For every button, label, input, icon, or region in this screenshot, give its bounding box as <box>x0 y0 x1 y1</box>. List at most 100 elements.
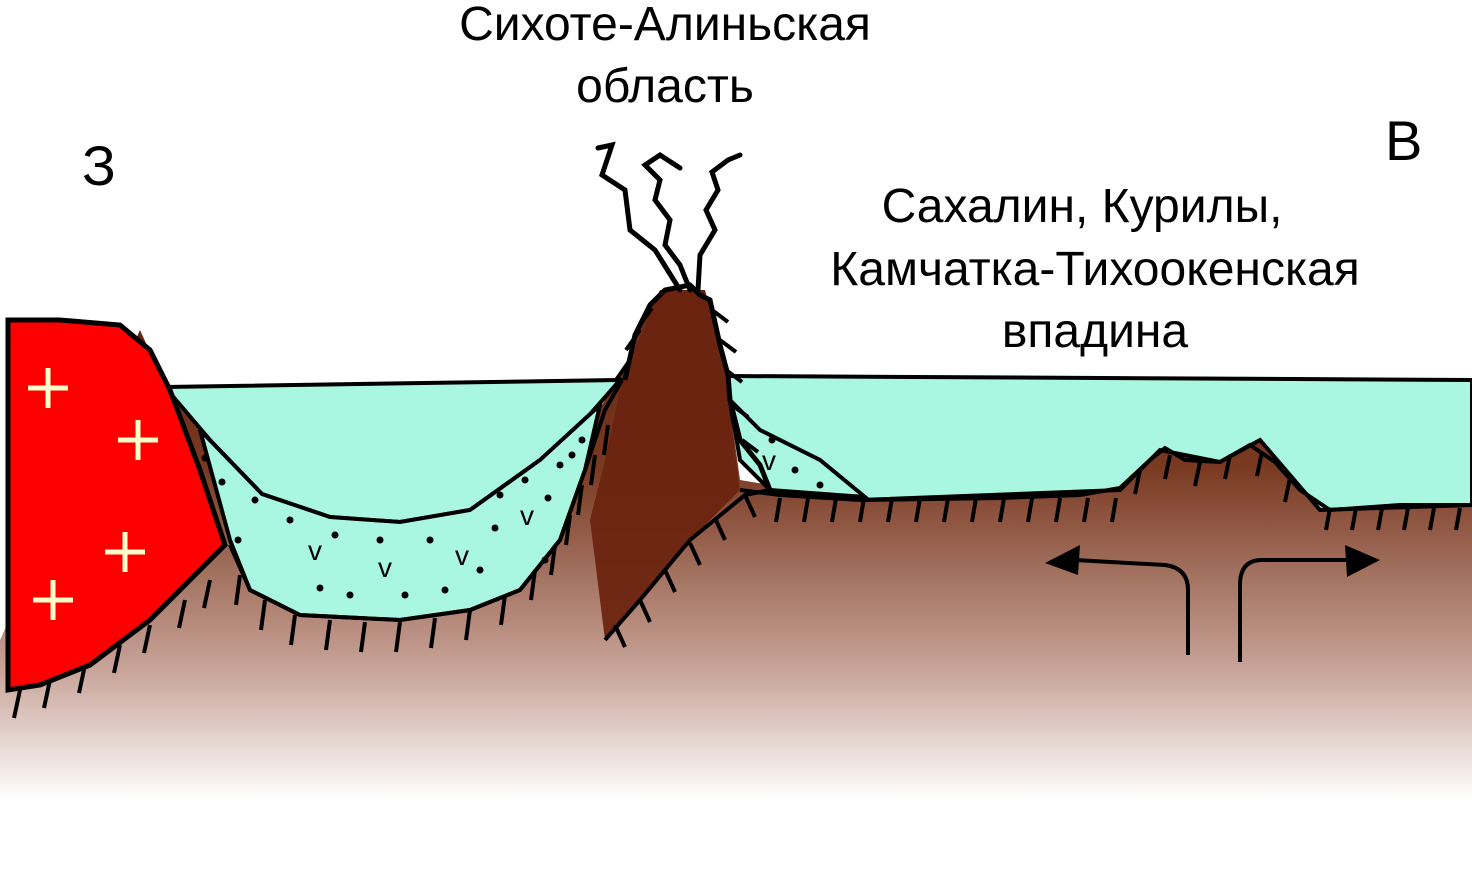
hatch-tick <box>710 308 730 324</box>
hatch-tick <box>774 497 782 523</box>
hatch-tick <box>914 497 922 523</box>
volcano-outline <box>622 282 773 491</box>
svg-text:v: v <box>455 540 469 571</box>
hatch-tick <box>234 574 242 606</box>
mantle-flow-arrows <box>1074 558 1355 662</box>
sediment-dot <box>544 494 552 502</box>
sediment-dot <box>578 436 586 444</box>
sediment-dot <box>331 531 339 539</box>
svg-text:v: v <box>308 535 322 566</box>
hatch-tick <box>743 494 757 518</box>
hatch-tick <box>1255 451 1264 477</box>
hatch-tick <box>564 514 572 546</box>
hatch-tick <box>1082 497 1090 523</box>
sediment-dot <box>496 491 504 499</box>
hatch-tick <box>1376 507 1384 531</box>
crust-base <box>0 290 1472 800</box>
sediment-dot <box>316 584 324 592</box>
hatch-tick <box>1163 454 1172 480</box>
hatch-tick <box>1454 507 1462 531</box>
arrow-right-head <box>1345 545 1380 577</box>
hatch-tick <box>718 338 738 354</box>
hatch-tick <box>730 403 750 419</box>
sediment-dot <box>346 591 354 599</box>
hatch-tick <box>177 599 187 629</box>
hatch-tick <box>549 544 557 576</box>
hatch-tick <box>359 621 367 653</box>
sediment-dot <box>491 524 499 532</box>
hatch-tick <box>1193 461 1202 487</box>
basin-floor-line <box>228 379 624 623</box>
hatch-tick <box>802 497 810 523</box>
hatch-tick <box>688 542 702 566</box>
hatch-tick <box>970 497 978 523</box>
hatch-tick <box>1350 507 1358 531</box>
sediment-dot <box>476 566 484 574</box>
sikhote-alin-label-line2: область <box>576 60 754 113</box>
hatch-tick <box>394 621 402 653</box>
sediment-dot <box>768 436 776 444</box>
sediment-dot <box>401 591 409 599</box>
hatch-tick <box>624 328 642 352</box>
hatch-tick <box>202 579 212 609</box>
hatch-tick <box>464 609 472 641</box>
granite-plus-symbols <box>28 368 158 620</box>
hatch-tick <box>429 617 437 649</box>
hatch-tick <box>112 644 122 674</box>
hatch-tick <box>12 689 22 719</box>
west-label: З <box>82 134 116 197</box>
sediment-dot <box>426 536 434 544</box>
volcanic-gas-plumes <box>595 141 743 293</box>
svg-text:v: v <box>520 500 534 531</box>
hatch-tick <box>1133 469 1142 495</box>
contact-hatching <box>12 306 1462 719</box>
sediment-dot <box>541 556 549 564</box>
sediment-dot <box>556 461 564 469</box>
hatch-tick <box>1428 507 1436 531</box>
hatch-tick <box>613 624 627 648</box>
hatch-tick <box>1402 507 1410 531</box>
hatch-tick <box>636 306 654 330</box>
hatch-tick <box>942 497 950 523</box>
sakhalin-label-line3: впадина <box>1002 305 1189 358</box>
hatch-tick <box>1054 497 1062 523</box>
sediment-dot <box>251 496 259 504</box>
sakhalin-label-line2: Камчатка-Тихоокенская <box>830 243 1359 296</box>
svg-text:v: v <box>762 445 776 476</box>
hatch-tick <box>1324 507 1332 531</box>
hatch-tick <box>589 454 597 486</box>
hatch-tick <box>1283 477 1292 503</box>
volcanic-symbols: v v v v v <box>308 445 776 583</box>
sediment-dot <box>791 466 799 474</box>
hatch-tick <box>724 368 744 384</box>
hatch-tick <box>998 497 1006 523</box>
sediment-dot <box>376 536 384 544</box>
sediment-dot <box>441 586 449 594</box>
hatch-tick <box>289 614 297 646</box>
hatch-tick <box>42 679 52 709</box>
sediment-dot <box>568 451 576 459</box>
subduction-line <box>603 488 771 642</box>
hatch-tick <box>830 497 838 523</box>
hatch-tick <box>614 358 632 382</box>
sikhote-alin-label-line1: Сихоте-Алиньская <box>459 0 871 51</box>
sediment-dot <box>286 516 294 524</box>
arrow-left-head <box>1045 545 1080 575</box>
hatch-tick <box>638 599 652 623</box>
hatch-tick <box>1026 497 1034 523</box>
hatch-tick <box>142 624 152 654</box>
hatch-tick <box>858 497 866 523</box>
hatch-tick <box>740 438 760 454</box>
hatch-tick <box>259 599 267 631</box>
hatch-tick <box>1223 454 1232 480</box>
hatch-tick <box>713 517 727 541</box>
hatch-tick <box>663 569 677 593</box>
svg-text:v: v <box>378 552 392 583</box>
hatch-tick <box>886 497 894 523</box>
hatch-tick <box>602 424 610 456</box>
hatch-tick <box>77 664 87 694</box>
sakhalin-label-line1: Сахалин, Курилы, <box>882 180 1283 233</box>
east-label: В <box>1385 109 1422 172</box>
hatch-tick <box>576 484 584 516</box>
